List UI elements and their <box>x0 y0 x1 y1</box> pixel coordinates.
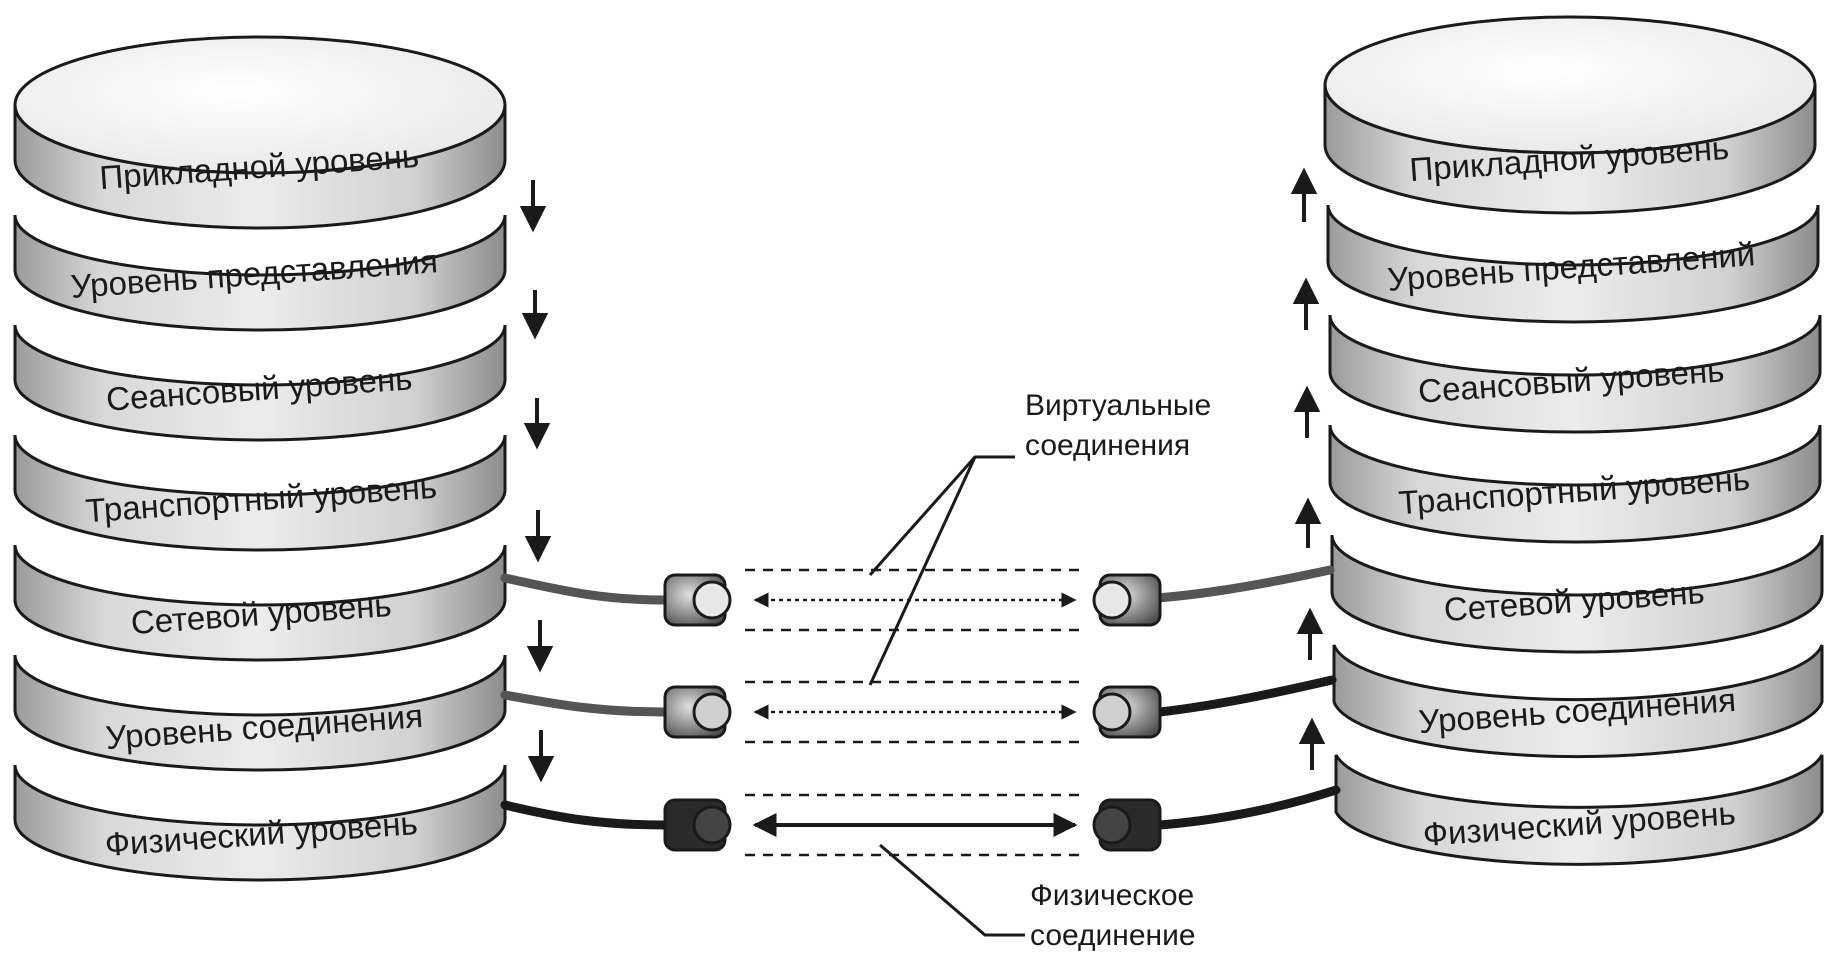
left-layer-5: Сетевой уровень <box>13 544 507 662</box>
left-down-arrows <box>519 180 555 783</box>
virtual-leader-line <box>868 456 977 686</box>
right-layer-2: Уровень представлений <box>1326 204 1820 324</box>
up-arrow-icon <box>1294 497 1322 548</box>
right-layer-6: Уровень соединения <box>1332 644 1824 759</box>
left-layer-stack: Прикладной уровень Уровень представления… <box>13 35 507 882</box>
up-arrow-icon <box>1293 385 1321 438</box>
up-arrow-icon <box>1292 277 1320 330</box>
connector-plug-icon <box>1092 573 1162 627</box>
connector-plug-icon <box>1092 798 1162 852</box>
up-arrow-icon <box>1290 167 1318 222</box>
left-layer-6: Уровень соединения <box>13 654 507 772</box>
virtual-connections-callout: Виртуальные соединения <box>868 389 1211 686</box>
virtual-connections-label-line1: Виртуальные <box>1025 389 1211 422</box>
physical-connection-callout: Физическое соединение <box>879 843 1196 952</box>
connector-plug-icon <box>663 685 732 739</box>
right-layer-5: Сетевой уровень <box>1330 534 1824 654</box>
physical-leader-line <box>879 843 1025 937</box>
physical-connection-label-line2: соединение <box>1030 919 1196 952</box>
right-layer-3: Сеансовый уровень <box>1328 314 1822 434</box>
left-layer-4: Транспортный уровень <box>13 434 507 552</box>
down-arrow-icon <box>524 510 552 563</box>
down-arrow-icon <box>523 398 551 450</box>
left-layer-2: Уровень представления <box>13 214 507 332</box>
physical-connection <box>500 785 1341 857</box>
right-layer-7: Физический уровень <box>1334 754 1824 866</box>
right-layer-4: Транспортный уровень <box>1328 424 1822 544</box>
up-arrow-icon <box>1296 607 1324 660</box>
connector-plug-icon <box>663 798 732 852</box>
virtual-leader-line <box>868 455 1015 576</box>
down-arrow-icon <box>527 730 555 783</box>
virtual-connections-label-line2: соединения <box>1025 429 1190 462</box>
down-arrow-icon <box>521 290 549 340</box>
down-arrow-icon <box>526 620 554 673</box>
left-layer-7: Физический уровень <box>13 764 507 882</box>
connector-plug-icon <box>1092 685 1162 739</box>
left-layer-3: Сеансовый уровень <box>13 324 507 442</box>
connector-plug-icon <box>663 573 732 627</box>
down-arrow-icon <box>519 180 547 233</box>
datalink-connection <box>500 675 1337 744</box>
physical-connection-label-line1: Физическое <box>1030 879 1194 912</box>
up-arrow-icon <box>1298 717 1326 770</box>
right-up-arrows <box>1290 167 1326 770</box>
network-connection <box>500 565 1335 632</box>
right-layer-stack: Прикладной уровень Уровень представлений… <box>1323 15 1824 866</box>
